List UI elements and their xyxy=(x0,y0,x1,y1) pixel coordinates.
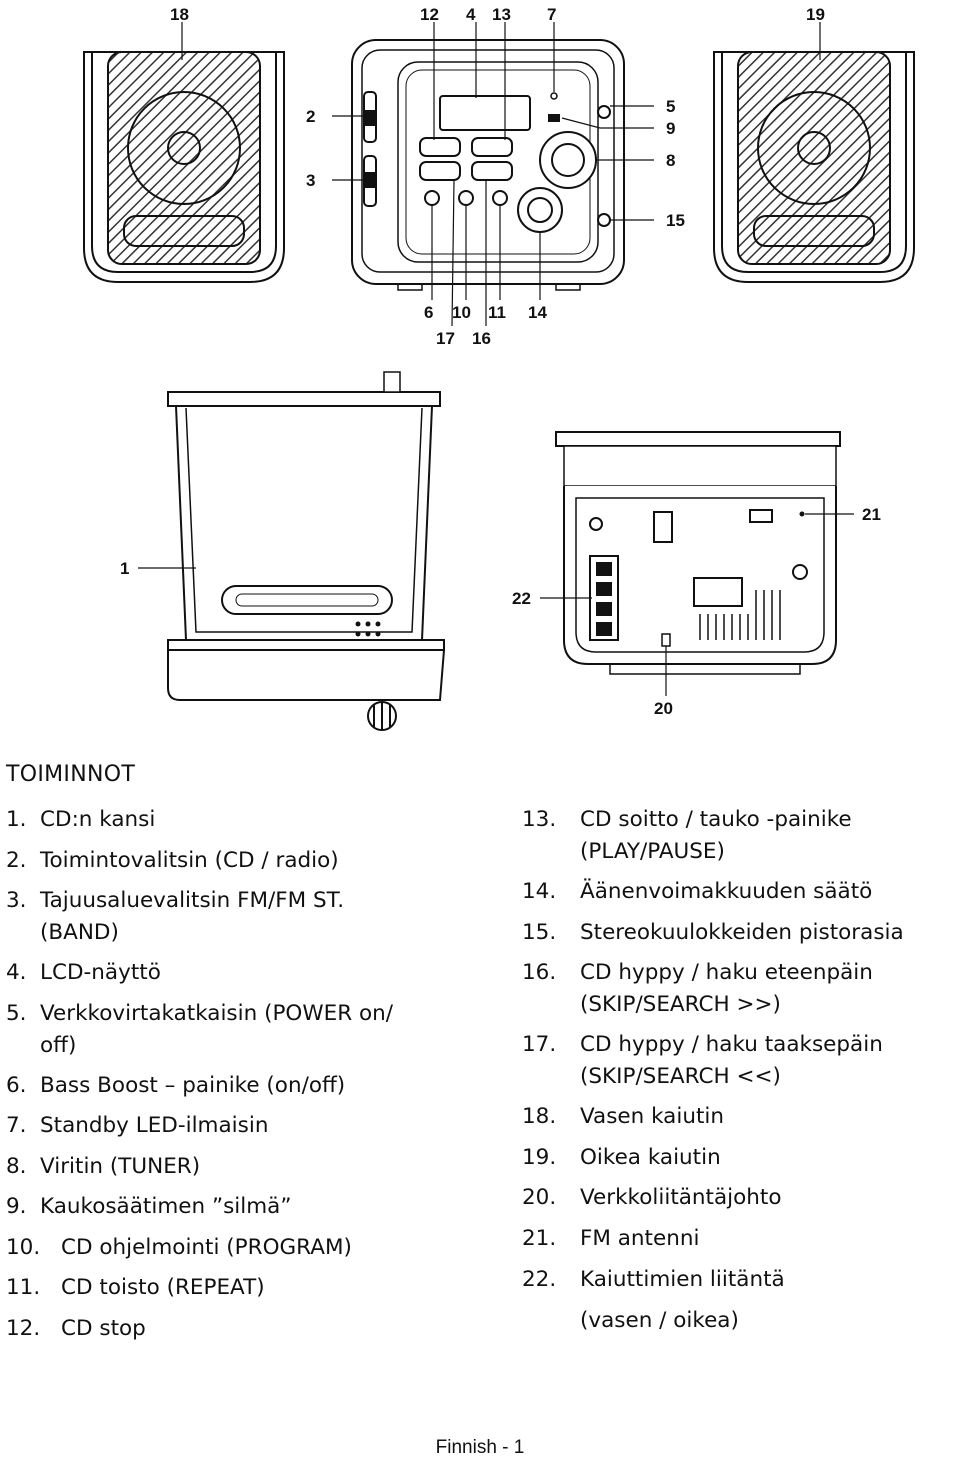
callout-22: 22 xyxy=(512,589,531,608)
callout-9: 9 xyxy=(666,119,675,138)
callout-8: 8 xyxy=(666,151,675,170)
item-text: Äänenvoimakkuuden säätö xyxy=(580,879,873,904)
list-item: 17. CD hyppy / haku taaksepäin (SKIP/SEAR… xyxy=(522,1025,958,1097)
callout-12: 12 xyxy=(420,5,439,24)
item-text: FM antenni xyxy=(580,1225,700,1251)
list-item: 16. CD hyppy / haku eteenpäin (SKIP/SEARC… xyxy=(522,953,958,1025)
list-item: 20. Verkkoliitäntäjohto xyxy=(522,1178,958,1219)
function-list-left: 1. CD:n kansi 2. Toimintovalitsin (CD / ra… xyxy=(6,800,476,1349)
item-number: 2. xyxy=(6,847,27,873)
callout-2: 2 xyxy=(306,107,315,126)
product-diagram: 18 12 4 13 7 19 2 3 5 9 8 15 6 10 11 14 … xyxy=(83,5,915,731)
callout-lines xyxy=(138,22,854,696)
item-text: CD ohjelmointi (PROGRAM) xyxy=(61,1234,352,1260)
item-text: CD toisto (REPEAT) xyxy=(61,1275,265,1300)
item-number: 3. xyxy=(6,888,27,913)
list-item: 2. Toimintovalitsin (CD / radio) xyxy=(6,841,476,882)
item-text: CD soitto / tauko -painike (PLAY/PAUSE) xyxy=(580,807,852,864)
item-number: 20. xyxy=(522,1185,557,1210)
item-text: CD stop xyxy=(61,1315,146,1341)
item-text: Oikea kaiutin xyxy=(580,1144,721,1170)
callout-19: 19 xyxy=(806,5,825,24)
callout-20: 20 xyxy=(654,699,673,718)
callout-13: 13 xyxy=(492,5,511,24)
callout-6: 6 xyxy=(424,303,433,322)
item-number: 13. xyxy=(522,807,557,832)
main-unit-side-view xyxy=(167,371,446,731)
main-unit-front xyxy=(351,39,625,291)
item-number: 4. xyxy=(6,960,27,985)
item-number: 6. xyxy=(6,1072,27,1098)
list-item: 19. Oikea kaiutin xyxy=(522,1138,958,1179)
function-list-right: 13. CD soitto / tauko -painike (PLAY/PAUS… xyxy=(522,800,958,1341)
right-speaker xyxy=(713,51,915,283)
callout-18: 18 xyxy=(170,5,189,24)
item-text: Verkkoliitäntäjohto xyxy=(580,1185,782,1210)
item-number: 1. xyxy=(6,807,27,832)
item-number: 14. xyxy=(522,879,557,904)
callout-16: 16 xyxy=(472,329,491,348)
callout-7: 7 xyxy=(547,5,556,24)
item-number: 15. xyxy=(522,919,557,945)
item-text: Tajuusaluevalitsin FM/FM ST. (BAND) xyxy=(40,888,345,945)
list-item: 13. CD soitto / tauko -painike (PLAY/PAUS… xyxy=(522,800,958,872)
item-number: 18. xyxy=(522,1104,557,1129)
callout-5: 5 xyxy=(666,97,675,116)
item-number: 21. xyxy=(522,1225,557,1251)
item-text: Stereokuulokkeiden pistorasia xyxy=(580,919,904,945)
item-text: Toimintovalitsin (CD / radio) xyxy=(40,847,339,873)
list-item: 8. Viritin (TUNER) xyxy=(6,1147,476,1188)
list-item: 15. Stereokuulokkeiden pistorasia xyxy=(522,913,958,954)
callout-11: 11 xyxy=(488,303,506,322)
main-unit-back-view xyxy=(555,431,841,675)
left-speaker xyxy=(83,51,285,283)
item-number: 5. xyxy=(6,1000,27,1026)
list-item: 6. Bass Boost – painike (on/off) xyxy=(6,1066,476,1107)
item-text: Viritin (TUNER) xyxy=(40,1153,201,1179)
item-text: Kaukosäätimen ”silmä” xyxy=(40,1194,292,1219)
callout-10: 10 xyxy=(452,303,471,322)
item-text: LCD-näyttö xyxy=(40,960,161,985)
item-number: 8. xyxy=(6,1153,27,1179)
item-number: 11. xyxy=(6,1275,41,1300)
callout-3: 3 xyxy=(306,171,315,190)
item-number: 10. xyxy=(6,1234,41,1260)
item-text: CD:n kansi xyxy=(40,807,156,832)
item-number: 19. xyxy=(522,1144,557,1170)
list-item: 9. Kaukosäätimen ”silmä” xyxy=(6,1187,476,1228)
item-text: Standby LED-ilmaisin xyxy=(40,1113,269,1138)
item-number: 16. xyxy=(522,960,557,985)
list-item: 18. Vasen kaiutin xyxy=(522,1097,958,1138)
callout-17: 17 xyxy=(436,329,455,348)
list-item: 1. CD:n kansi xyxy=(6,800,476,841)
item-text: Bass Boost – painike (on/off) xyxy=(40,1072,346,1098)
item-text: Vasen kaiutin xyxy=(580,1104,724,1129)
callout-15: 15 xyxy=(666,211,685,230)
item-text: Verkkovirtakatkaisin (POWER on/ off) xyxy=(40,1000,393,1058)
callout-1: 1 xyxy=(120,559,129,578)
item-number: 12. xyxy=(6,1315,41,1341)
page-footer: Finnish - 1 xyxy=(435,1437,525,1458)
callout-14: 14 xyxy=(528,303,547,322)
item-number: 17. xyxy=(522,1032,557,1057)
list-item: 3. Tajuusaluevalitsin FM/FM ST. (BAND) xyxy=(6,881,476,953)
item-number: 9. xyxy=(6,1194,27,1219)
item-text: CD hyppy / haku taaksepäin (SKIP/SEARCH … xyxy=(580,1032,883,1089)
section-heading: TOIMINNOT xyxy=(6,762,136,787)
list-item: 4. LCD-näyttö xyxy=(6,953,476,994)
list-item: 12. CD stop xyxy=(6,1309,476,1350)
item-number: 7. xyxy=(6,1113,27,1138)
list-item: 14. Äänenvoimakkuuden säätö xyxy=(522,872,958,913)
list-item: 5. Verkkovirtakatkaisin (POWER on/ off) xyxy=(6,994,476,1066)
callout-21: 21 xyxy=(862,505,881,524)
list-item: 7. Standby LED-ilmaisin xyxy=(6,1106,476,1147)
list-item: 11. CD toisto (REPEAT) xyxy=(6,1268,476,1309)
list-item: 22. Kaiuttimien liitäntä (vasen / oikea) xyxy=(522,1259,958,1341)
callout-4: 4 xyxy=(466,5,476,24)
item-number: 22. xyxy=(522,1267,557,1292)
item-text: CD hyppy / haku eteenpäin (SKIP/SEARCH >… xyxy=(580,960,873,1017)
list-item: 10. CD ohjelmointi (PROGRAM) xyxy=(6,1228,476,1269)
item-text: Kaiuttimien liitäntä (vasen / oikea) xyxy=(580,1267,785,1333)
list-item: 21. FM antenni xyxy=(522,1219,958,1260)
